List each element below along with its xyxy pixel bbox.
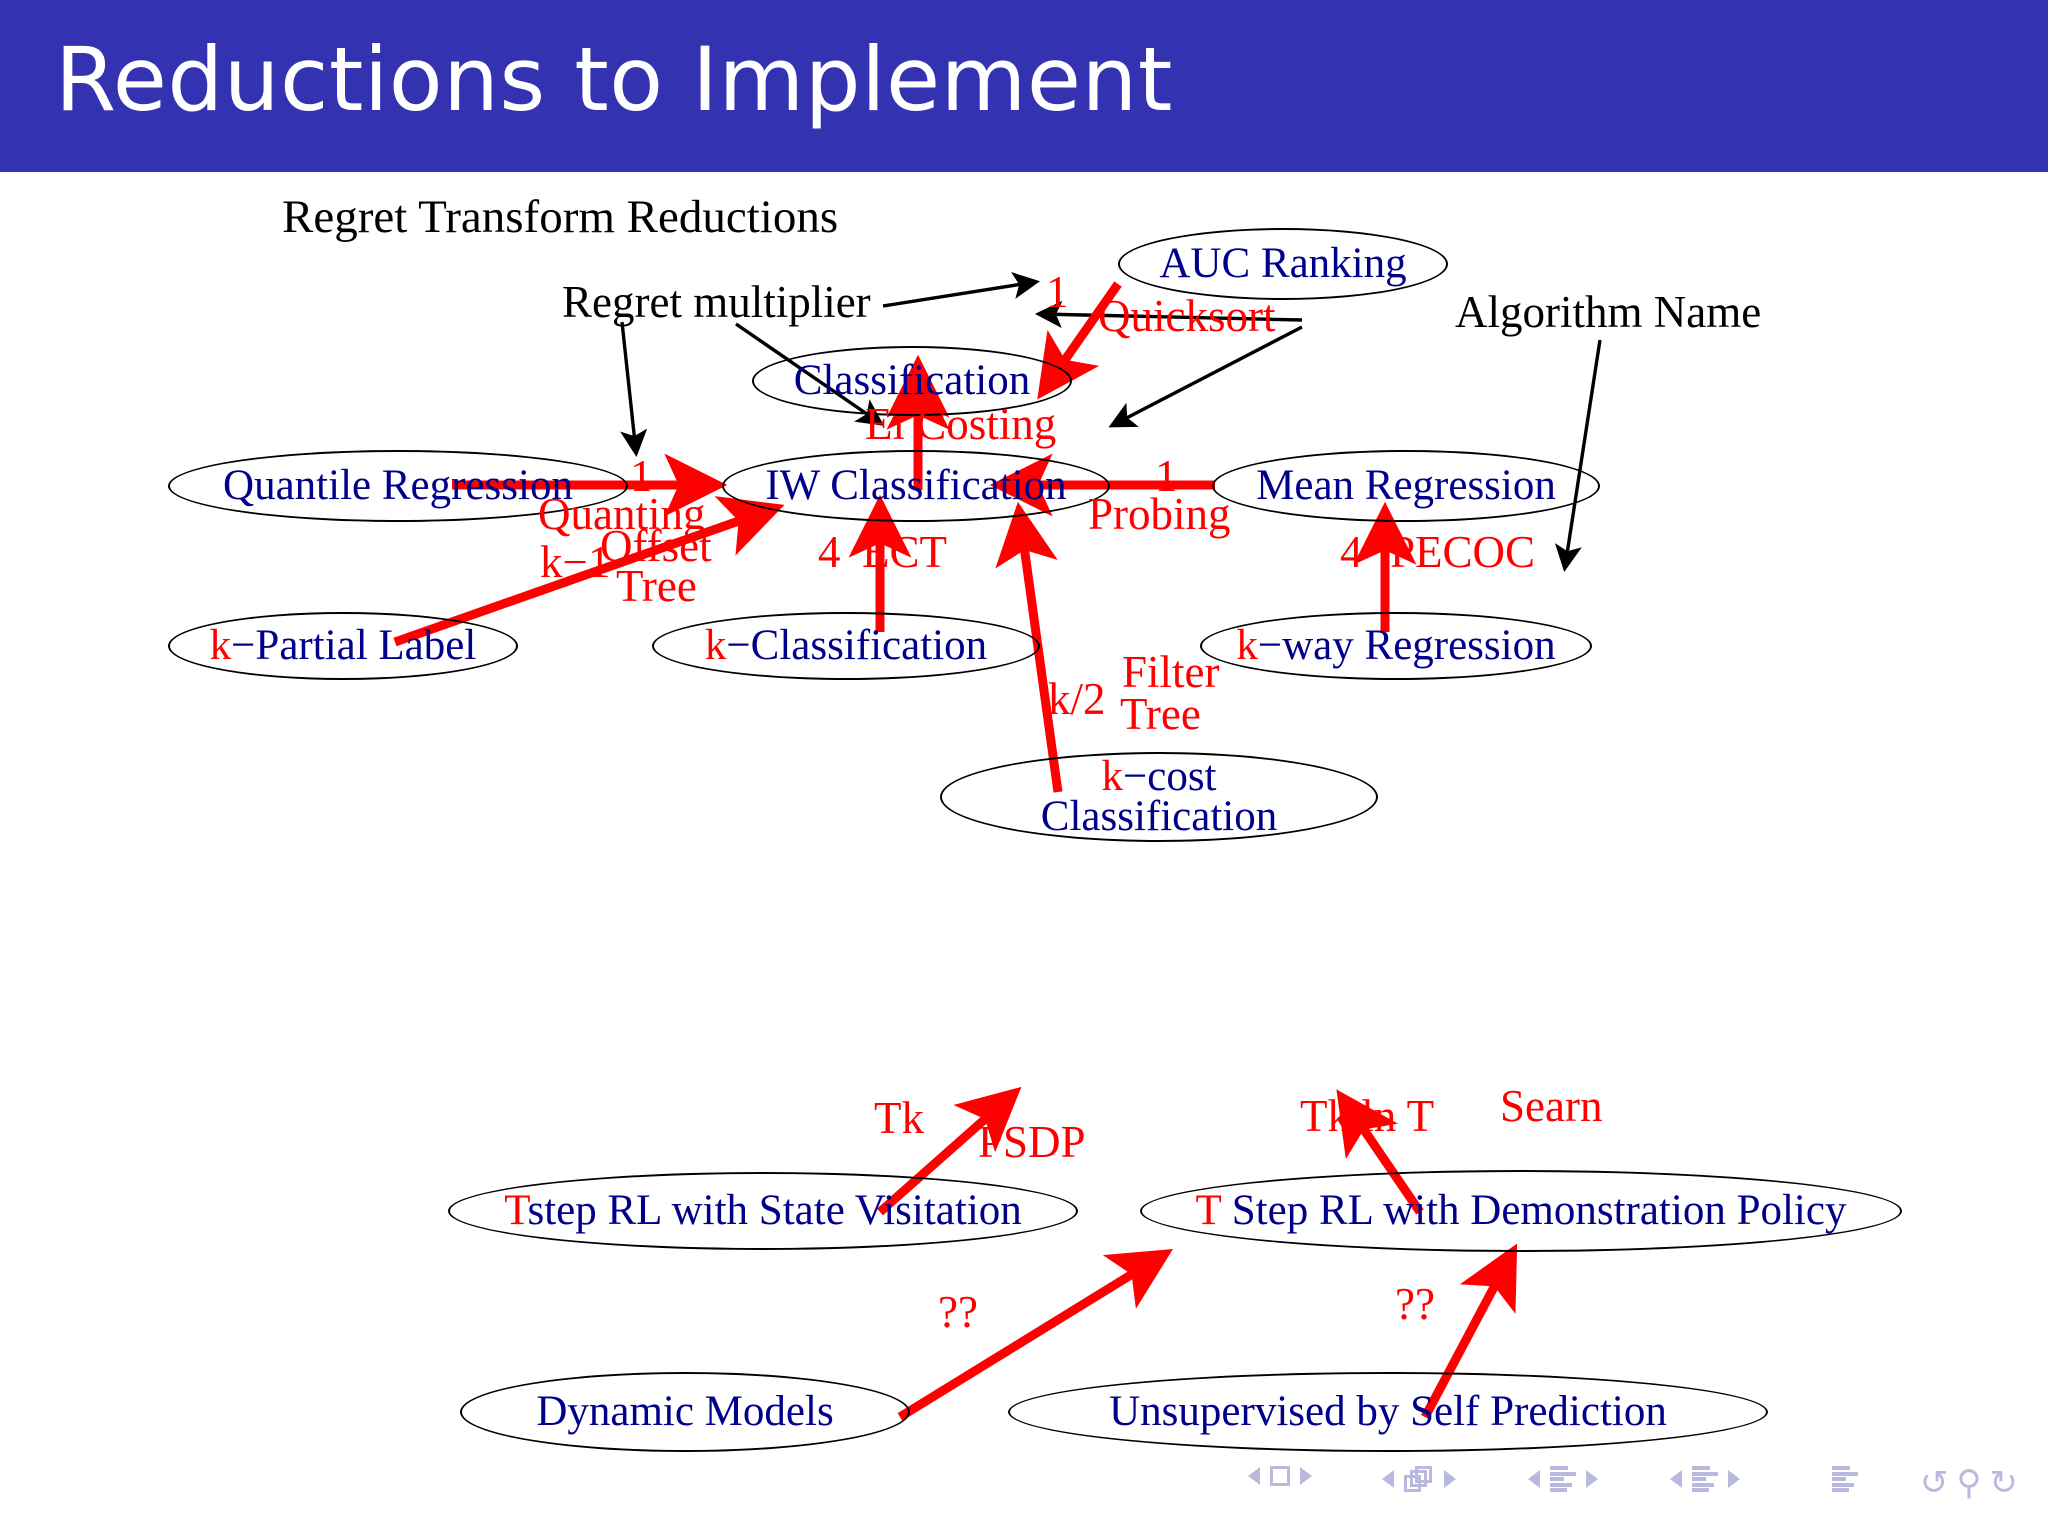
edge-label-ect: ECT: [862, 527, 947, 577]
edge-label-unsupervised-unknown: ??: [1395, 1279, 1435, 1329]
edge-label-quicksort: Quicksort: [1098, 291, 1276, 341]
node-label: −way Regression: [1257, 622, 1556, 670]
nav-group-subsection: [1528, 1466, 1598, 1492]
node-label: Classification: [793, 357, 1031, 405]
node-k-way-regression[interactable]: k−way Regression: [1200, 612, 1592, 680]
lines-icon[interactable]: [1832, 1466, 1858, 1492]
annotation-algorithm-name: Algorithm Name: [1455, 287, 1762, 337]
stacked-frames-icon[interactable]: [1404, 1466, 1434, 1492]
node-label-k: k: [704, 622, 727, 670]
edge-label-psdp: PSDP: [978, 1117, 1086, 1167]
node-label: −cost: [1122, 753, 1217, 801]
edge-label-filter-tree-multiplier: k/2: [1048, 674, 1106, 724]
edge-label-searn-multiplier: Tk ln T: [1300, 1091, 1435, 1141]
node-label: Unsupervised by Self Prediction: [1109, 1388, 1667, 1436]
node-iw-classification[interactable]: IW Classification: [722, 450, 1110, 522]
node-label: IW Classification: [765, 462, 1067, 510]
edge-label-quanting-multiplier: 1: [630, 451, 653, 501]
edge-label-probing: Probing: [1088, 489, 1231, 539]
node-k-partial-label[interactable]: k−Partial Label: [168, 612, 518, 680]
beamer-navigation-bar: ↺ ⚲ ↻: [0, 1442, 2048, 1536]
next-section-icon[interactable]: [1728, 1470, 1740, 1488]
edge-label-dynamic-models-unknown: ??: [938, 1287, 978, 1337]
edge-label-filter-tree-line2: Tree: [1120, 689, 1201, 739]
edge-label-offset-tree-line1: Offset: [600, 521, 712, 571]
nav-group-section: [1670, 1466, 1740, 1492]
edge-label-probing-multiplier: 1: [1155, 451, 1178, 501]
edge-label-psdp-multiplier: Tk: [874, 1093, 924, 1143]
node-dynamic-models[interactable]: Dynamic Models: [460, 1372, 910, 1452]
node-t-step-rl-demonstration-policy[interactable]: T Step RL with Demonstration Policy: [1140, 1170, 1902, 1252]
edge-label-ect-multiplier: 4: [818, 527, 841, 577]
nav-group-controls: ↺ ⚲ ↻: [1920, 1466, 2018, 1500]
prev-frame-icon[interactable]: [1382, 1470, 1394, 1488]
node-label: −Partial Label: [231, 622, 477, 670]
next-frame-icon[interactable]: [1444, 1470, 1456, 1488]
square-icon[interactable]: [1270, 1466, 1290, 1486]
diagram-canvas: Regret Transform Reductions: [0, 172, 2048, 1452]
node-auc-ranking[interactable]: AUC Ranking: [1118, 228, 1448, 300]
edge-label-filter-tree-line1: Filter: [1122, 647, 1220, 697]
lines-icon[interactable]: [1692, 1466, 1718, 1492]
nav-group-frame: [1382, 1466, 1456, 1492]
annotation-regret-multiplier: Regret multiplier: [562, 277, 871, 327]
edge-label-ei-costing: Ei Costing: [865, 399, 1057, 449]
node-k-cost-classification[interactable]: k−cost Classification: [940, 752, 1378, 842]
node-label-k: k: [1236, 622, 1258, 670]
search-icon[interactable]: ⚲: [1956, 1463, 1982, 1503]
title-bar: Reductions to Implement: [0, 0, 2048, 172]
edge-label-pecoc: PECOC: [1390, 527, 1536, 577]
lines-icon[interactable]: [1550, 1466, 1576, 1492]
node-label-k: T: [1195, 1187, 1222, 1235]
nav-group-presentation: [1832, 1466, 1858, 1492]
edge-label-auc-multiplier: 1: [1046, 267, 1069, 317]
node-t-step-rl-state-visitation[interactable]: Tstep RL with State Visitation: [448, 1172, 1078, 1250]
next-slide-icon[interactable]: [1300, 1467, 1312, 1485]
nav-group-slide: [1248, 1466, 1312, 1486]
node-label: step RL with State Visitation: [527, 1187, 1022, 1235]
next-subsection-icon[interactable]: [1586, 1470, 1598, 1488]
node-label: Mean Regression: [1256, 462, 1556, 510]
edge-label-quanting: Quanting: [538, 489, 706, 539]
node-label-k: T: [504, 1187, 528, 1235]
node-label: Step RL with Demonstration Policy: [1221, 1187, 1847, 1235]
node-label: AUC Ranking: [1159, 240, 1407, 288]
prev-subsection-icon[interactable]: [1528, 1470, 1540, 1488]
edge-label-offset-tree-multiplier: k−1: [540, 537, 611, 587]
node-classification[interactable]: Classification: [752, 346, 1072, 416]
node-unsupervised-self-prediction[interactable]: Unsupervised by Self Prediction: [1008, 1372, 1768, 1452]
node-label-k: k: [209, 622, 232, 670]
node-mean-regression[interactable]: Mean Regression: [1212, 450, 1600, 522]
node-label-line2: Classification: [1040, 793, 1278, 840]
diagram-heading: Regret Transform Reductions: [282, 191, 839, 243]
prev-section-icon[interactable]: [1670, 1470, 1682, 1488]
back-icon[interactable]: ↺: [1920, 1463, 1949, 1503]
node-label: −Classification: [726, 622, 988, 670]
prev-slide-icon[interactable]: [1248, 1467, 1260, 1485]
node-label: Quantile Regression: [223, 462, 573, 510]
node-k-classification[interactable]: k−Classification: [652, 612, 1040, 680]
slide-title: Reductions to Implement: [55, 28, 1173, 131]
edge-label-pecoc-multiplier: 4: [1340, 527, 1363, 577]
node-label-k: k: [1101, 753, 1123, 801]
edge-label-searn: Searn: [1500, 1081, 1603, 1131]
forward-icon[interactable]: ↻: [1989, 1463, 2018, 1503]
node-quantile-regression[interactable]: Quantile Regression: [168, 450, 628, 522]
node-label: Dynamic Models: [536, 1388, 834, 1436]
edge-label-offset-tree-line2: Tree: [616, 561, 697, 611]
